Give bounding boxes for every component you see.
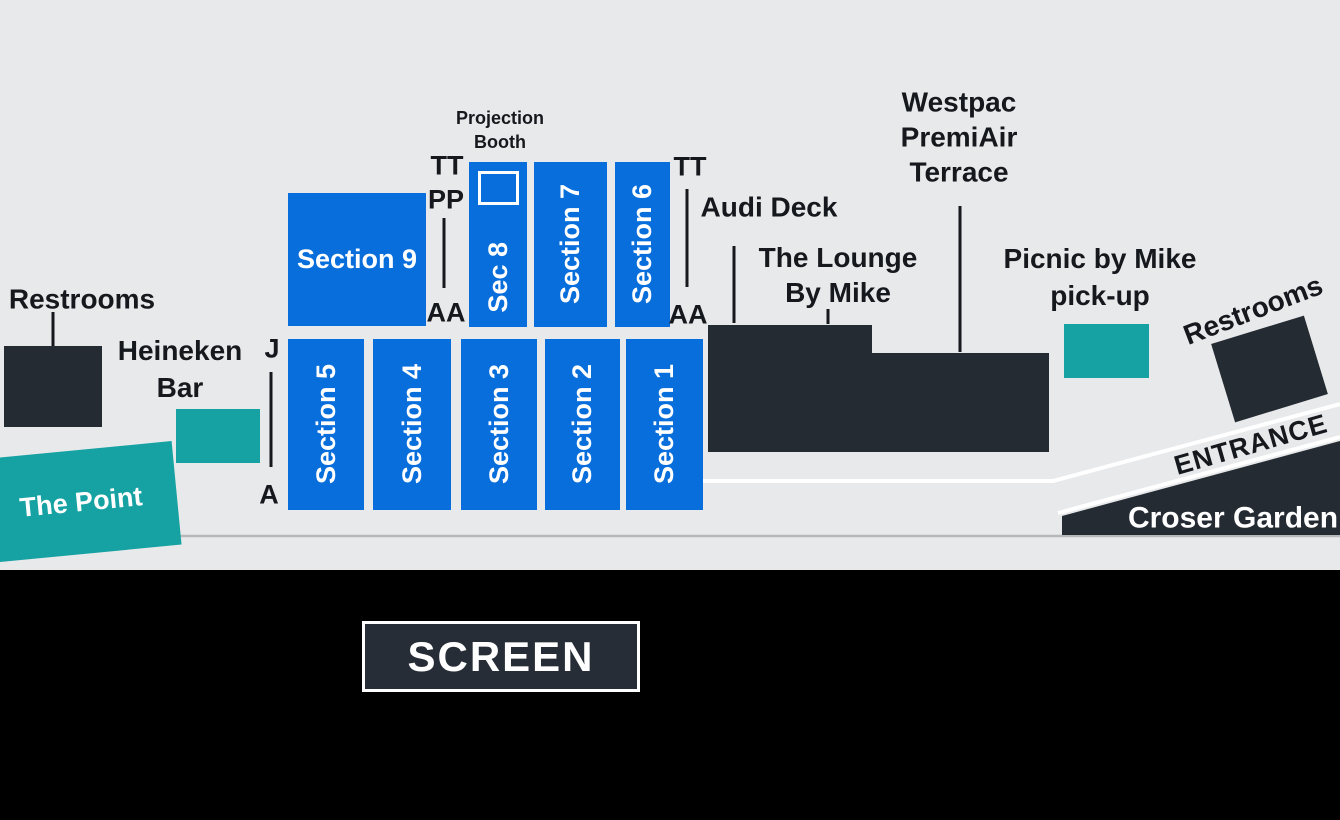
audi-deck-label: Audi Deck [700, 191, 838, 223]
row-marker-aa-left: AA [426, 297, 466, 328]
label-line: PremiAir [900, 121, 1018, 153]
section-8[interactable]: Sec 8 [469, 162, 527, 327]
screen-label: SCREEN [407, 632, 595, 680]
row-marker-aa-right: AA [668, 299, 708, 330]
label-line: The Lounge [758, 242, 918, 273]
section-2[interactable]: Section 2 [545, 339, 620, 510]
screen-stage-area [0, 570, 1340, 820]
row-marker-pp-left: PP [427, 184, 465, 215]
section-7[interactable]: Section 7 [534, 162, 607, 327]
section-4[interactable]: Section 4 [373, 339, 451, 510]
road-line [700, 402, 1340, 483]
row-marker-tt-right: TT [673, 151, 707, 182]
lounge-by-mike-block [708, 325, 1049, 452]
section-6[interactable]: Section 6 [615, 162, 670, 327]
section-label: Section 3 [483, 364, 514, 485]
label-line: Bar [156, 372, 204, 403]
restrooms-left-block [4, 346, 102, 427]
heineken-bar-label: Heineken Bar [118, 332, 243, 406]
projection-booth-label: Projection Booth [456, 106, 544, 154]
section-label: Section 4 [396, 364, 427, 485]
row-marker-a: A [259, 479, 279, 510]
croser-garden-area [1062, 441, 1340, 535]
section-label: Section 6 [627, 184, 657, 305]
section-label: Section 1 [649, 364, 679, 485]
label-line: Picnic by Mike [1003, 243, 1197, 274]
the-point-block: The Point [0, 441, 182, 563]
label-line: Heineken [117, 335, 243, 366]
label-line: By Mike [785, 277, 891, 308]
lounge-by-mike-label: The Lounge By Mike [759, 240, 918, 310]
label-line: Westpac [901, 86, 1017, 118]
garden-edge-line [1057, 435, 1340, 515]
croser-garden-label: Croser Garden [1127, 501, 1339, 535]
row-marker-tt-left: TT [430, 150, 464, 181]
section-label: Sec 8 [482, 242, 513, 313]
section-9[interactable]: Section 9 [288, 193, 426, 326]
section-label: Section 5 [310, 364, 341, 485]
westpac-premiair-terrace-label: Westpac PremiAir Terrace [901, 85, 1018, 190]
section-label: Section 7 [555, 184, 585, 305]
section-1[interactable]: Section 1 [626, 339, 703, 510]
label-line: pick-up [1050, 280, 1150, 311]
restrooms-left-label: Restrooms [8, 283, 156, 315]
section-5[interactable]: Section 5 [288, 339, 364, 510]
label-line: Booth [474, 132, 526, 152]
row-marker-j: J [264, 333, 280, 364]
section-label: Section 2 [567, 364, 597, 485]
label-line: Terrace [909, 156, 1009, 188]
projection-booth-square [478, 171, 519, 205]
label-line: Projection [455, 108, 545, 128]
screen-box: SCREEN [362, 621, 640, 692]
section-label: Section 9 [296, 244, 418, 274]
picnic-pickup-label: Picnic by Mike pick-up [1004, 240, 1197, 314]
heineken-bar-block [176, 409, 260, 463]
picnic-pickup-block [1064, 324, 1149, 378]
the-point-label: The Point [18, 480, 144, 523]
section-3[interactable]: Section 3 [461, 339, 537, 510]
